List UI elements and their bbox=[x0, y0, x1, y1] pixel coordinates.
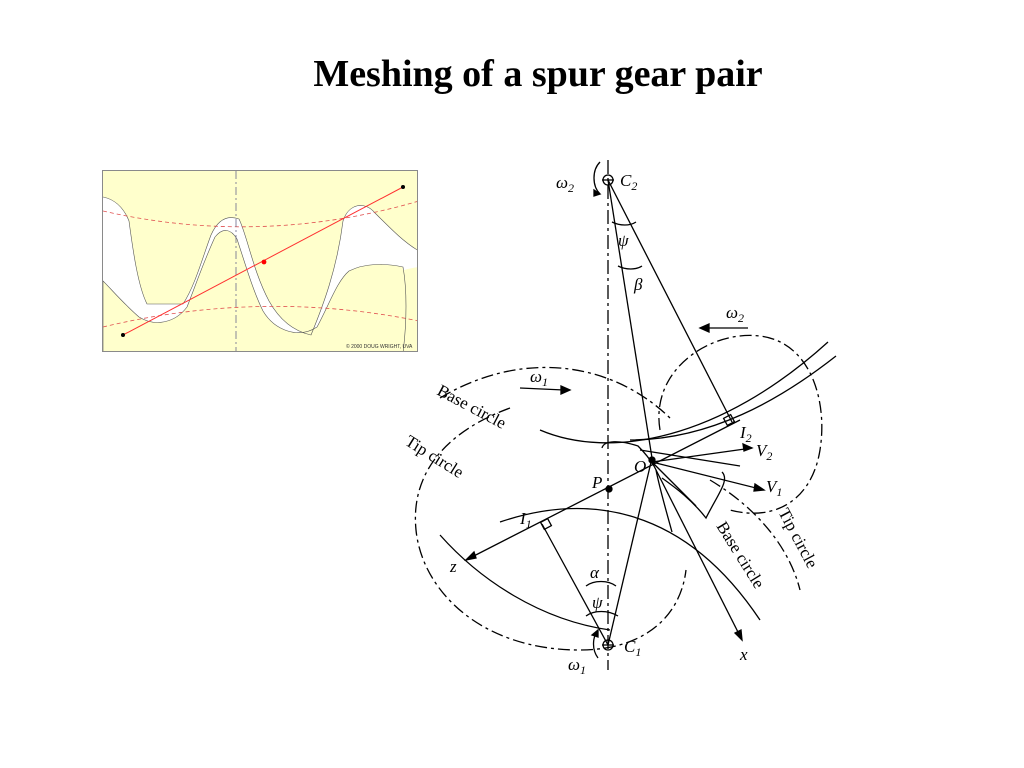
v1-arrow-head bbox=[753, 482, 766, 492]
gear2-arc-right bbox=[629, 355, 837, 441]
pitch-point bbox=[261, 259, 267, 265]
c2-to-o-line bbox=[607, 179, 653, 459]
geometry-svg: ω2 C2 ψ β ω2 ω1 Base circle Tip circle I… bbox=[402, 160, 837, 677]
psi-bottom-arc bbox=[585, 610, 619, 617]
gear-geometry-diagram: ω2 C2 ψ β ω2 ω1 Base circle Tip circle I… bbox=[380, 150, 840, 695]
label-c1: C1 bbox=[624, 637, 641, 659]
point-o bbox=[648, 456, 656, 464]
tooth-profile-c bbox=[655, 469, 673, 533]
label-i1: I1 bbox=[519, 509, 532, 531]
normal-line-o bbox=[639, 449, 741, 467]
label-z: z bbox=[449, 557, 457, 576]
outer-arc-upper-left bbox=[439, 366, 671, 419]
label-v2: V2 bbox=[756, 441, 772, 463]
lower-gear-teeth bbox=[103, 230, 407, 351]
label-i2: I2 bbox=[739, 423, 752, 445]
right-angle-i2 bbox=[722, 413, 736, 427]
label-v1: V1 bbox=[766, 477, 782, 499]
label-tip-circle-left: Tip circle bbox=[402, 431, 467, 482]
label-omega1-upper: ω1 bbox=[530, 367, 548, 389]
velocity-v2 bbox=[651, 447, 753, 463]
line-of-action-z bbox=[465, 419, 741, 561]
action-end-upper bbox=[401, 185, 405, 189]
beta-arc bbox=[617, 265, 643, 270]
label-omega2-top: ω2 bbox=[556, 173, 574, 195]
copyright-text: © 2000 DOUG WRIGHT, UVA bbox=[346, 343, 413, 350]
tooth-profile-b bbox=[661, 471, 726, 520]
x-arrow-head bbox=[733, 628, 743, 642]
tip-circle-gear2 bbox=[658, 334, 823, 514]
omega1-upper-arrow bbox=[519, 387, 565, 391]
base-circle-gear1 bbox=[499, 507, 761, 621]
omega2-top-arrow-head bbox=[593, 188, 602, 197]
point-p bbox=[605, 485, 613, 493]
label-p: P bbox=[591, 473, 602, 492]
slide-title: Meshing of a spur gear pair bbox=[313, 53, 763, 95]
label-tip-circle-right: Tip circle bbox=[774, 505, 821, 571]
gear-mesh-svg: © 2000 DOUG WRIGHT, UVA bbox=[103, 171, 417, 351]
base-circle-gear2 bbox=[539, 341, 829, 444]
gear-mesh-illustration: © 2000 DOUG WRIGHT, UVA bbox=[102, 170, 418, 352]
c2-to-i2-line bbox=[607, 179, 733, 423]
label-x: x bbox=[739, 645, 748, 664]
label-base-circle-lower: Base circle bbox=[713, 518, 769, 592]
z-arrow-head bbox=[464, 550, 477, 562]
label-o: O bbox=[634, 457, 646, 476]
omega2-top-arc bbox=[593, 161, 601, 195]
omega1-bottom-arrow-head bbox=[590, 628, 599, 638]
label-omega1-bottom: ω1 bbox=[568, 655, 586, 677]
omega2-right-arrow-head bbox=[698, 322, 710, 334]
label-beta: β bbox=[633, 275, 643, 294]
outer-arc-right bbox=[709, 479, 801, 591]
action-end-lower bbox=[121, 333, 125, 337]
c1-to-i1-line bbox=[541, 523, 609, 646]
label-psi-top: ψ bbox=[618, 231, 629, 250]
tip-circle-gear1 bbox=[414, 407, 687, 651]
label-base-circle-upper: Base circle bbox=[434, 381, 509, 433]
alpha-arc bbox=[585, 580, 617, 587]
label-psi-bottom: ψ bbox=[592, 593, 603, 612]
label-omega2-right: ω2 bbox=[726, 303, 744, 325]
gear1-arc-left bbox=[439, 534, 611, 631]
label-c2: C2 bbox=[620, 171, 637, 193]
c1-to-o-line bbox=[607, 457, 653, 646]
right-angle-i1 bbox=[539, 517, 553, 531]
omega1-upper-arrow-head bbox=[560, 384, 572, 396]
psi-top-arc bbox=[611, 221, 637, 226]
upper-gear-outline bbox=[103, 196, 417, 336]
label-alpha: α bbox=[590, 563, 600, 582]
velocity-v1 bbox=[651, 461, 765, 491]
v2-arrow-head bbox=[742, 442, 754, 452]
